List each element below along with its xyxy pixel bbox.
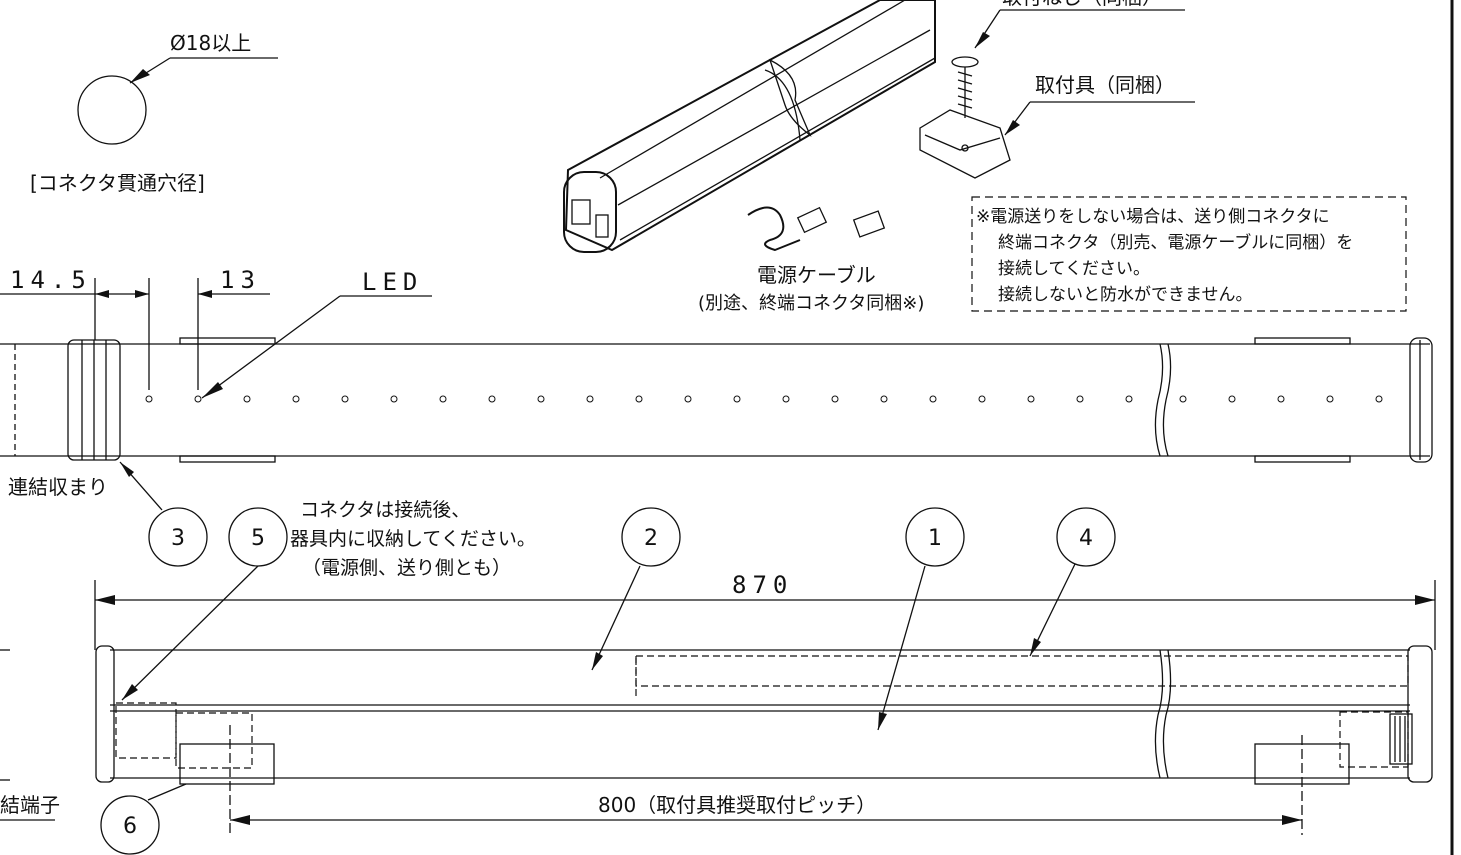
led-dot <box>1375 395 1383 403</box>
led-dot <box>782 395 790 403</box>
callouts: 3 5 2 1 4 6 コネクタは接続後、 器具内に収納してください。 （電源側… <box>100 499 1116 855</box>
led-dot <box>243 395 251 403</box>
led-dot <box>341 395 349 403</box>
led-dot <box>733 395 741 403</box>
cable-subtitle: (別途、終端コネクタ同梱※) <box>698 293 924 314</box>
led-dots <box>145 395 1383 403</box>
led-dot <box>929 395 937 403</box>
note-box: ※電源送りをしない場合は、送り側コネクタに 終端コネクタ（別売、電源ケーブルに同… <box>971 196 1407 312</box>
bracket-caption: 取付具（同梱） <box>1035 73 1175 97</box>
led-dot <box>635 395 643 403</box>
callout-1: 1 <box>928 526 942 551</box>
led-dot <box>1027 395 1035 403</box>
callout-4: 4 <box>1079 526 1093 551</box>
led-dot <box>439 395 447 403</box>
note-line-1: ※電源送りをしない場合は、送り側コネクタに <box>976 207 1330 227</box>
callout-5: 5 <box>251 526 265 551</box>
connector-note-line-1: コネクタは接続後、 <box>300 499 470 521</box>
top-view: 14.5 13 LED <box>0 266 1433 511</box>
led-dot <box>145 395 153 403</box>
callout-2-circle <box>621 507 681 567</box>
note-line-3: 接続してください。 <box>998 259 1150 279</box>
callout-4-circle <box>1056 507 1116 567</box>
dimension-800: 800（取付具推奨取付ピッチ） <box>598 793 876 817</box>
led-dot <box>390 395 398 403</box>
bracket-illustration: 取付具（同梱） <box>919 73 1195 179</box>
screw-caption: 取付ねじ（同梱） <box>1002 0 1162 9</box>
hole-diameter-label: Ø18以上 <box>170 31 251 55</box>
connector-note-line-3: （電源側、送り側とも） <box>302 557 511 579</box>
led-dot <box>880 395 888 403</box>
led-dot <box>1277 395 1285 403</box>
led-dot <box>194 395 202 403</box>
note-line-4: 接続しないと防水ができません。 <box>998 285 1253 305</box>
led-dot <box>831 395 839 403</box>
led-dot <box>586 395 594 403</box>
connector-hole-caption: [コネクタ貫通穴径] <box>30 171 205 195</box>
callout-1-circle <box>905 507 965 567</box>
led-dot <box>1228 395 1236 403</box>
product-illustration <box>563 0 936 253</box>
side-view: 870 8 <box>0 563 1436 835</box>
screw-illustration: 取付ねじ（同梱） <box>951 0 1185 118</box>
connector-note-line-2: 器具内に収納してください。 <box>290 528 536 550</box>
callout-3-circle <box>148 507 208 567</box>
link-fit-label: 連結収まり <box>8 475 108 499</box>
led-dot <box>1326 395 1334 403</box>
led-dot <box>537 395 545 403</box>
terminal-label: 結端子 <box>0 793 60 817</box>
hole-diameter-detail: Ø18以上 [コネクタ貫通穴径] <box>30 31 278 195</box>
led-dot <box>1179 395 1187 403</box>
led-dot <box>684 395 692 403</box>
led-dot <box>488 395 496 403</box>
led-dot <box>978 395 986 403</box>
callout-6: 6 <box>123 814 137 839</box>
note-line-2: 終端コネクタ（別売、電源ケーブルに同梱）を <box>998 232 1353 253</box>
callout-3: 3 <box>171 526 185 551</box>
cable-illustration: 電源ケーブル (別途、終端コネクタ同梱※) <box>698 206 924 314</box>
led-dot <box>1125 395 1133 403</box>
led-dot <box>292 395 300 403</box>
callout-2: 2 <box>644 526 658 551</box>
dimension-13: 13 <box>220 266 261 294</box>
cable-title: 電源ケーブル <box>757 263 876 287</box>
callout-6-circle <box>100 795 160 855</box>
led-dot <box>1076 395 1084 403</box>
dimension-870: 870 <box>732 571 793 599</box>
dimension-14-5: 14.5 <box>10 266 92 294</box>
connector-hole-circle <box>77 75 147 145</box>
led-label: LED <box>362 268 423 296</box>
